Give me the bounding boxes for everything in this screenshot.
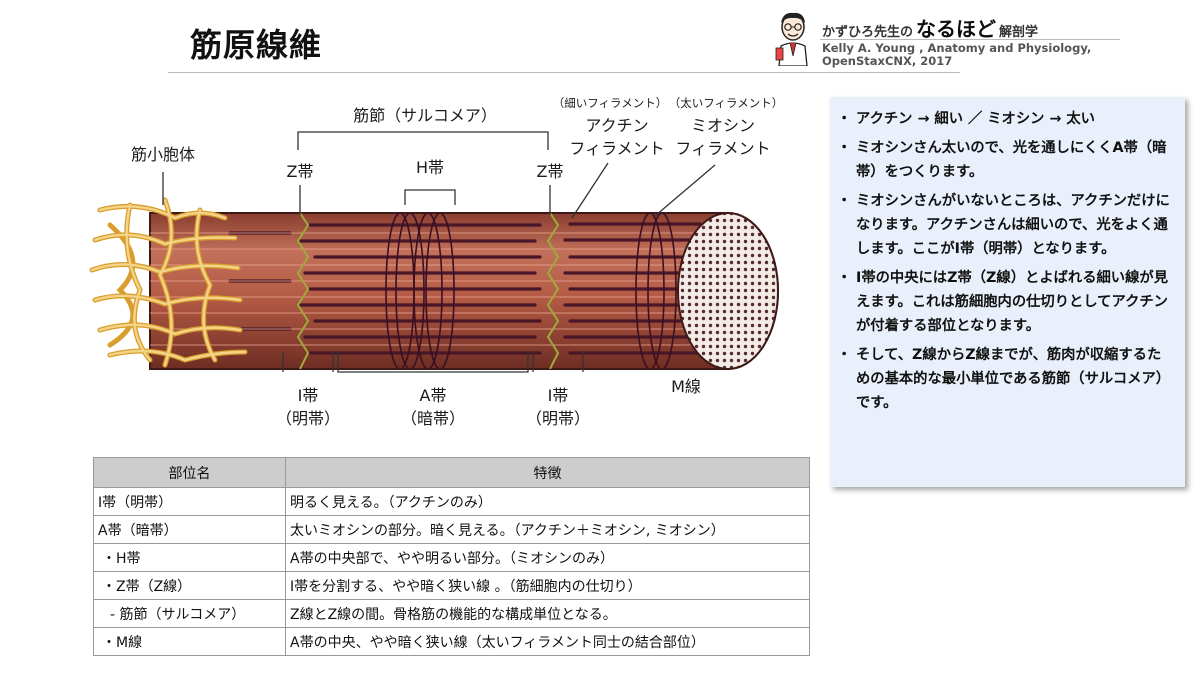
fiber-cross-section: [677, 212, 779, 370]
table-row: I帯（明帯） 明るく見える。（アクチンのみ）: [93, 487, 810, 516]
myosin-label-line2: フィラメント: [675, 139, 770, 158]
a-band-sub: （暗帯）: [401, 409, 465, 428]
table-cell-name: - 筋節（サルコメア）: [93, 599, 286, 628]
m-lines: [385, 213, 677, 369]
brand-prefix: かずひろ先生の: [822, 25, 914, 40]
table-row: ・Z帯（Z線） I帯を分割する、やや暗く狭い線 。（筋細胞内の仕切り）: [93, 571, 810, 600]
brand-divider: [820, 39, 1120, 40]
sarcoplasmic-reticulum-label: 筋小胞体: [131, 145, 195, 164]
author-avatar-icon: [775, 12, 808, 66]
table-cell-desc: 明るく見える。（アクチンのみ）: [285, 487, 810, 516]
table-cell-desc: I帯を分割する、やや暗く狭い線 。（筋細胞内の仕切り）: [285, 571, 810, 600]
note-item: ミオシンさんがいないところは、アクチンだけになります。アクチンさんは細いので、光…: [837, 189, 1175, 261]
note-item: ミオシンさん太いので、光を通しにくくA帯（暗帯）をつくります。: [837, 136, 1175, 184]
note-item: そして、Z線からZ線までが、筋肉が収縮するための基本的な最小単位である筋節（サル…: [837, 343, 1175, 415]
table-cell-name: ・H帯: [93, 543, 286, 572]
note-item: I帯の中央にはZ帯（Z線）とよばれる細い線が見えます。これは筋細胞内の仕切りとし…: [837, 266, 1175, 338]
z-band-label-right: Z帯: [537, 162, 564, 181]
table-cell-desc: 太いミオシンの部分。暗く見える。（アクチン＋ミオシン, ミオシン）: [285, 515, 810, 544]
thin-filament-note: （細いフィラメント）: [553, 96, 667, 110]
credit-line-2: OpenStaxCNX, 2017: [822, 54, 953, 68]
z-band-label-left: Z帯: [287, 162, 314, 181]
table-cell-name: I帯（明帯）: [93, 487, 286, 516]
band-features-table: 部位名 特徴 I帯（明帯） 明るく見える。（アクチンのみ） A帯（暗帯） 太いミ…: [93, 457, 810, 656]
h-band-label: H帯: [416, 158, 444, 177]
table-cell-name: A帯（暗帯）: [93, 515, 286, 544]
table-cell-desc: Z線とZ線の間。骨格筋の機能的な構成単位となる。: [285, 599, 810, 628]
table-cell-name: ・M線: [93, 627, 286, 656]
table-cell-desc: A帯の中央部で、やや明るい部分。（ミオシンのみ）: [285, 543, 810, 572]
notes-box: アクチン → 細い ／ ミオシン → 太い ミオシンさん太いので、光を通しにくく…: [830, 97, 1185, 487]
credit: Kelly A. Young , Anatomy and Physiology,…: [822, 42, 1102, 68]
brand-suffix: 解剖学: [999, 25, 1039, 40]
table-row: A帯（暗帯） 太いミオシンの部分。暗く見える。（アクチン＋ミオシン, ミオシン）: [93, 515, 810, 544]
table-header-part: 部位名: [93, 457, 286, 488]
table-cell-name: ・Z帯（Z線）: [93, 571, 286, 600]
notes-list: アクチン → 細い ／ ミオシン → 太い ミオシンさん太いので、光を通しにくく…: [837, 107, 1175, 415]
table-row: ・H帯 A帯の中央部で、やや明るい部分。（ミオシンのみ）: [93, 543, 810, 572]
table-header-row: 部位名 特徴: [93, 457, 810, 488]
thick-filament-note: （太いフィラメント）: [669, 96, 783, 110]
credit-line-1: Kelly A. Young , Anatomy and Physiology,: [822, 41, 1092, 55]
title-divider: [168, 72, 960, 73]
annotation-lines: [162, 131, 716, 373]
table-cell-desc: A帯の中央、やや暗く狭い線（太いフィラメント同士の結合部位）: [285, 627, 810, 656]
table-row: ・M線 A帯の中央、やや暗く狭い線（太いフィラメント同士の結合部位）: [93, 627, 810, 656]
brand-main: なるほど: [916, 17, 997, 41]
page-title: 筋原線維: [190, 26, 323, 64]
muscle-fiber: [149, 212, 779, 370]
brand-title: かずひろ先生のなるほど解剖学: [822, 13, 1038, 42]
sarcoplasmic-reticulum-highlight: [90, 198, 247, 367]
i-band-right-label: I帯: [548, 386, 569, 405]
actin-label-line2: フィラメント: [569, 139, 664, 158]
i-band-left-label: I帯: [298, 386, 319, 405]
i-band-right-sub: （明帯）: [526, 409, 590, 428]
m-line-label: M線: [671, 377, 701, 396]
actin-label-line1: アクチン: [585, 116, 648, 135]
myosin-label-line1: ミオシン: [691, 116, 755, 135]
i-band-left-sub: （明帯）: [276, 409, 340, 428]
a-band-label: A帯: [420, 386, 447, 405]
z-lines: [296, 213, 560, 369]
sarcomere-label: 筋節（サルコメア）: [353, 106, 497, 125]
table-header-feature: 特徴: [285, 457, 810, 488]
table-row: - 筋節（サルコメア） Z線とZ線の間。骨格筋の機能的な構成単位となる。: [93, 599, 810, 628]
note-item: アクチン → 細い ／ ミオシン → 太い: [837, 107, 1175, 131]
